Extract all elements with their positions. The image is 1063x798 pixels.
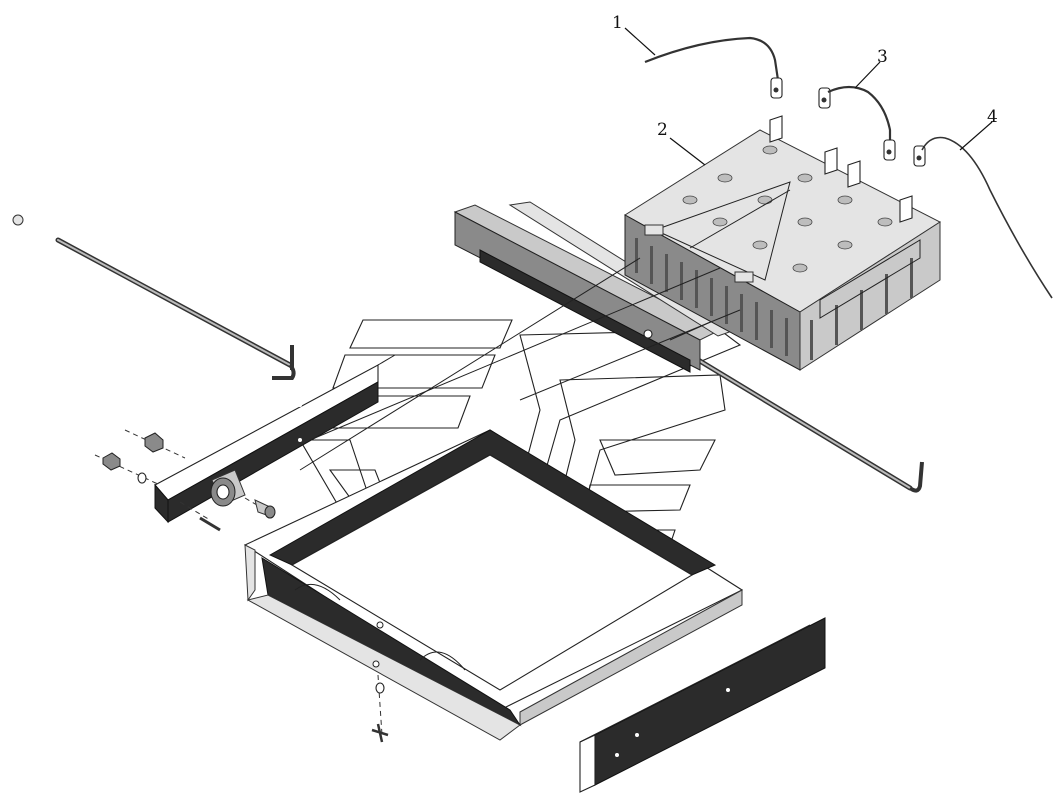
callouts: 1 2 3 4 [612,13,998,166]
construction-lines [299,257,741,471]
callout-1: 1 [612,13,623,33]
fastener-hardware [94,429,276,532]
cable-4 [913,136,1053,299]
front-bracket [579,617,826,793]
callout-3: 3 [877,47,888,67]
hold-down-rod-right [687,352,924,493]
cable-3 [818,85,896,161]
callout-4: 4 [987,107,998,127]
hold-down-rod-left [12,214,296,380]
callout-2: 2 [657,120,668,140]
battery-tray [243,429,744,743]
battery [624,115,942,371]
cable-1 [644,36,783,99]
